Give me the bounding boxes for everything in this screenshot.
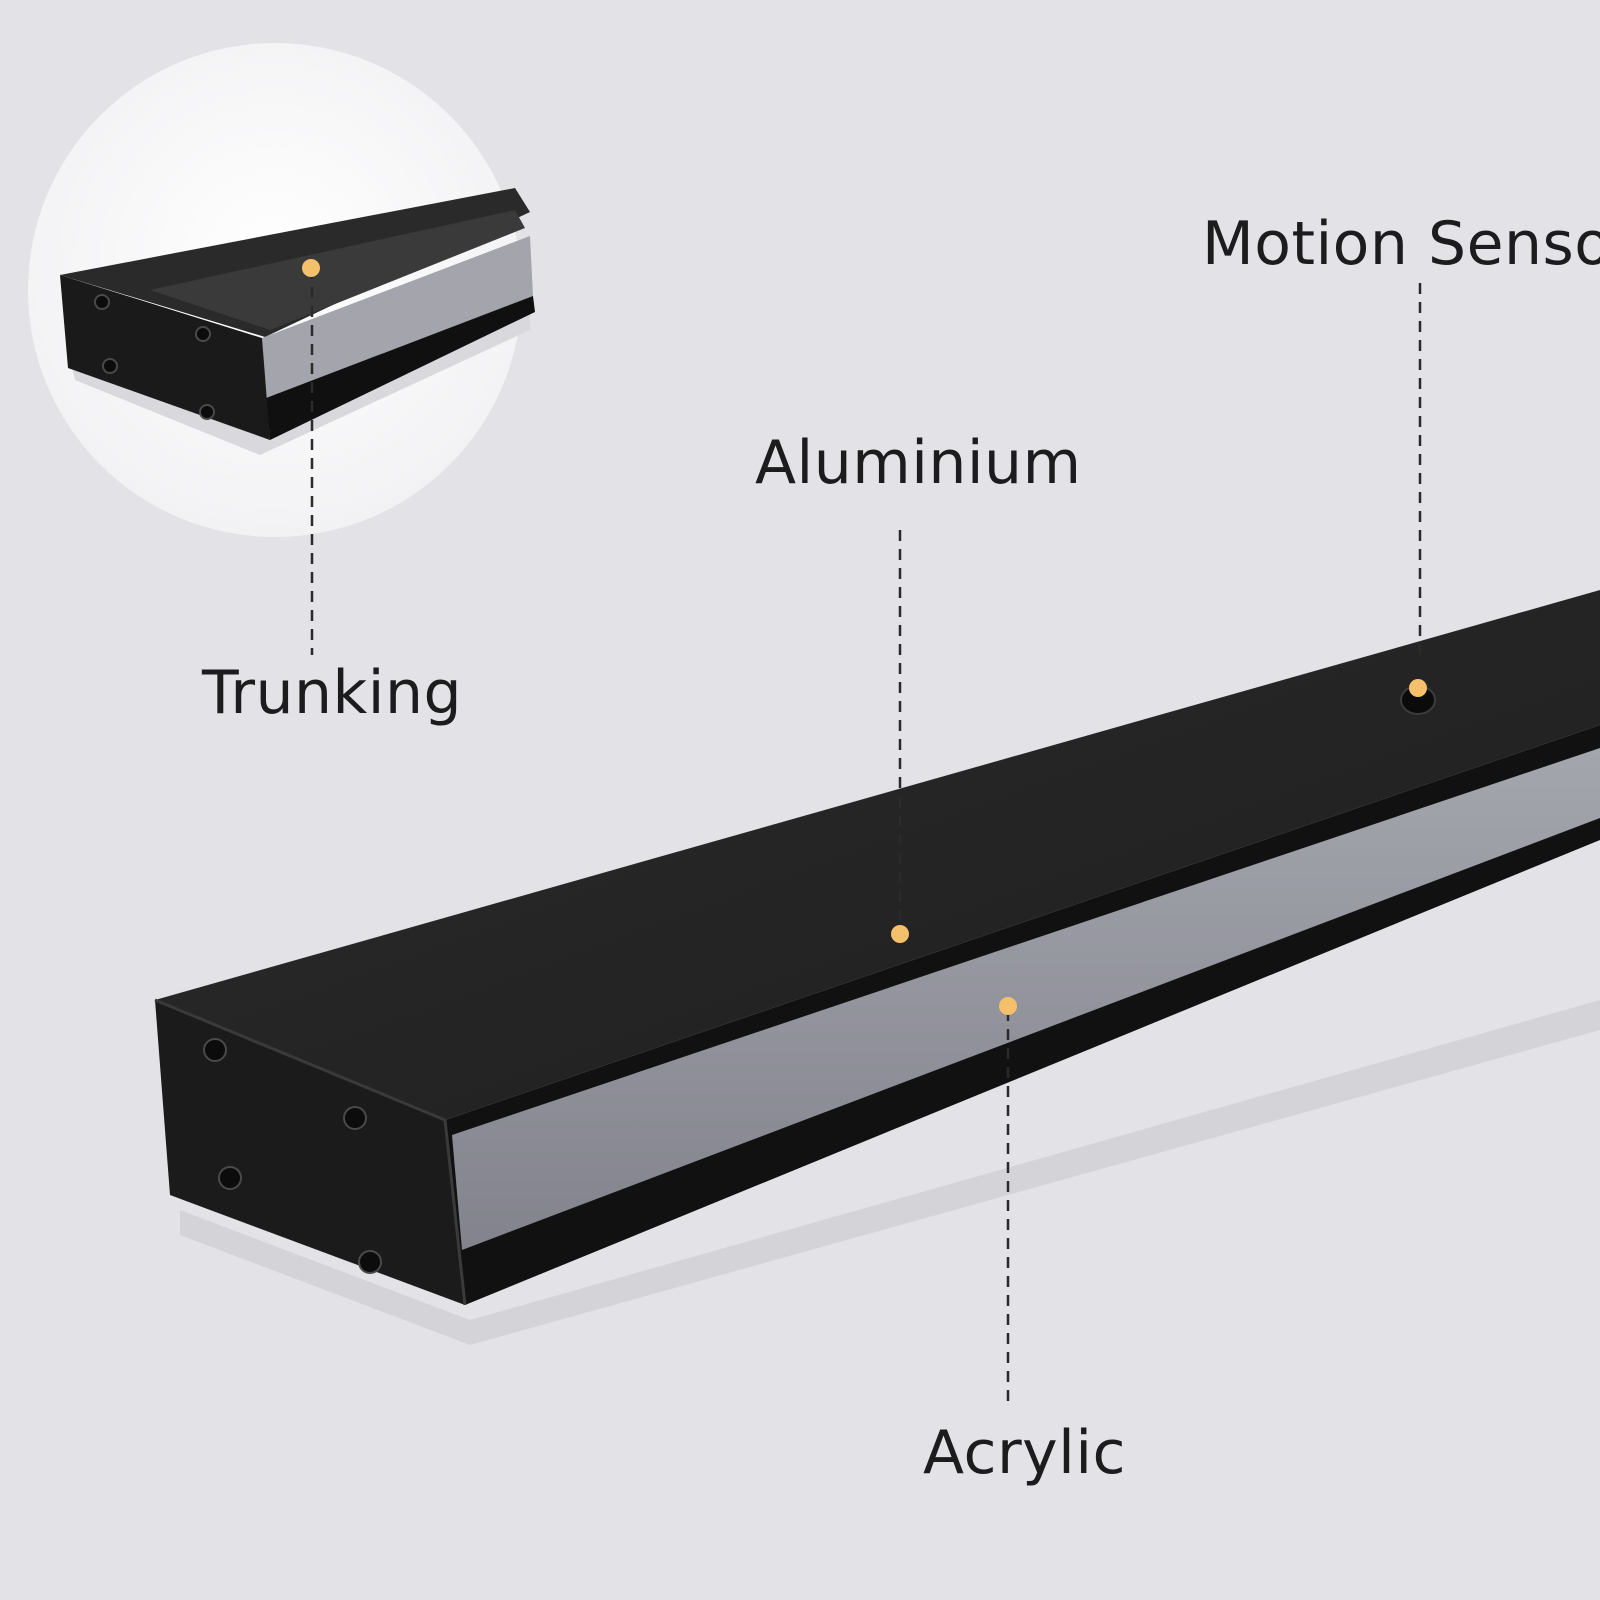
label-motion-sensor: Motion Sensor	[1202, 209, 1600, 279]
marker-dot-trunking	[302, 259, 320, 277]
marker-dot-acrylic	[999, 997, 1017, 1015]
linear-light-fixture	[154, 590, 1600, 1345]
trunking-detail-inset	[28, 43, 535, 537]
marker-dot-aluminium	[891, 925, 909, 943]
label-aluminium: Aluminium	[755, 428, 1082, 498]
end-cap	[155, 1000, 465, 1305]
marker-dots	[302, 259, 1427, 1015]
marker-dot-motion-sensor	[1409, 679, 1427, 697]
label-trunking: Trunking	[202, 658, 463, 728]
acrylic-diffuser	[452, 748, 1600, 1250]
leader-lines	[310, 268, 1422, 1408]
end-cap-screws	[203, 1038, 382, 1274]
label-acrylic: Acrylic	[923, 1418, 1126, 1488]
aluminium-top-face	[155, 590, 1600, 1120]
